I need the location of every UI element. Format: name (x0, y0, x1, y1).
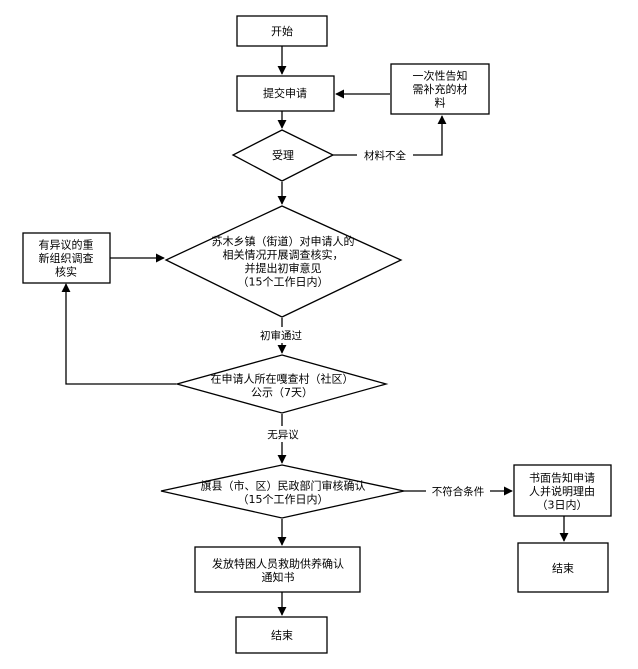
node-text-line: 苏木乡镇（街道）对申请人的 (212, 234, 355, 248)
node-supplement: 一次性告知需补充的材料 (390, 63, 490, 115)
node-text-line: 新组织调查 (39, 251, 94, 265)
node-text-line: 结束 (552, 562, 574, 575)
node-text-line: （3日内） (537, 498, 588, 512)
node-start-text: 开始 (271, 24, 293, 38)
node-accept-text: 受理 (272, 149, 294, 162)
label-preliminary-passed: 初审通过 (260, 329, 302, 342)
node-start: 开始 (236, 15, 328, 47)
label-not-qualified: 不符合条件 (432, 485, 485, 498)
node-supplement-text: 一次性告知需补充的材料 (413, 69, 468, 110)
node-text-line: 有异议的重 (39, 238, 94, 252)
node-written-notice-text: 书面告知申请人并说明理由（3日内） (529, 471, 595, 512)
node-text-line: 通知书 (262, 570, 295, 584)
node-text-line: 公示（7天） (251, 386, 313, 399)
label-no-objection: 无异议 (267, 429, 299, 441)
node-text-line: 在申请人所在嘎查村（社区） (211, 371, 354, 385)
node-issue-notice-text: 发放特困人员救助供养确认通知书 (212, 556, 344, 584)
node-county-review-text: 旗县（市、区）民政部门审核确认（15个工作日内） (201, 478, 366, 506)
node-accept: 受理 (231, 129, 335, 182)
node-text-line: 料 (435, 96, 446, 110)
edge-publicity-to-reinvestigate (61, 283, 176, 385)
node-written-notice: 书面告知申请人并说明理由（3日内） (513, 464, 612, 517)
node-text-line: 旗县（市、区）民政部门审核确认 (201, 478, 366, 492)
edges (61, 46, 569, 616)
node-text-line: 发放特困人员救助供养确认 (212, 556, 344, 570)
node-town-review: 苏木乡镇（街道）对申请人的相关情况开展调查核实，并提出初审意见（15个工作日内） (164, 205, 403, 318)
node-text-line: 一次性告知 (413, 69, 468, 83)
node-text-line: （15个工作日内） (238, 274, 329, 288)
node-reinvestigate-text: 有异议的重新组织调查核实 (39, 238, 94, 279)
node-end-main-text: 结束 (271, 629, 293, 642)
node-end-right: 结束 (517, 542, 609, 593)
node-end-main: 结束 (235, 616, 328, 654)
node-submit: 提交申请 (236, 75, 335, 112)
node-submit-text: 提交申请 (263, 86, 307, 100)
node-text-line: 书面告知申请 (529, 471, 595, 485)
label-incomplete: 材料不全 (364, 149, 406, 162)
node-text-line: 人并说明理由 (529, 484, 595, 498)
node-text-line: 核实 (55, 265, 77, 279)
node-text-line: 相关情况开展调查核实， (223, 247, 344, 261)
node-reinvestigate: 有异议的重新组织调查核实 (22, 232, 111, 284)
node-text-line: 并提出初审意见 (245, 261, 322, 275)
node-text-line: 结束 (271, 629, 293, 642)
node-text-line: 提交申请 (263, 86, 307, 100)
node-text-line: （15个工作日内） (238, 492, 329, 506)
node-end-right-text: 结束 (552, 562, 574, 575)
node-publicity-text: 在申请人所在嘎查村（社区）公示（7天） (211, 371, 354, 399)
node-publicity: 在申请人所在嘎查村（社区）公示（7天） (174, 354, 389, 414)
node-county-review: 旗县（市、区）民政部门审核确认（15个工作日内） (160, 464, 405, 519)
node-text-line: 需补充的材 (413, 82, 468, 96)
edge-labels: 材料不全 初审通过 无异议 不符合条件 (253, 147, 490, 499)
node-text-line: 开始 (271, 24, 293, 38)
node-town-review-text: 苏木乡镇（街道）对申请人的相关情况开展调查核实，并提出初审意见（15个工作日内） (212, 234, 355, 289)
node-text-line: 受理 (272, 149, 294, 162)
node-issue-notice: 发放特困人员救助供养确认通知书 (194, 546, 361, 593)
